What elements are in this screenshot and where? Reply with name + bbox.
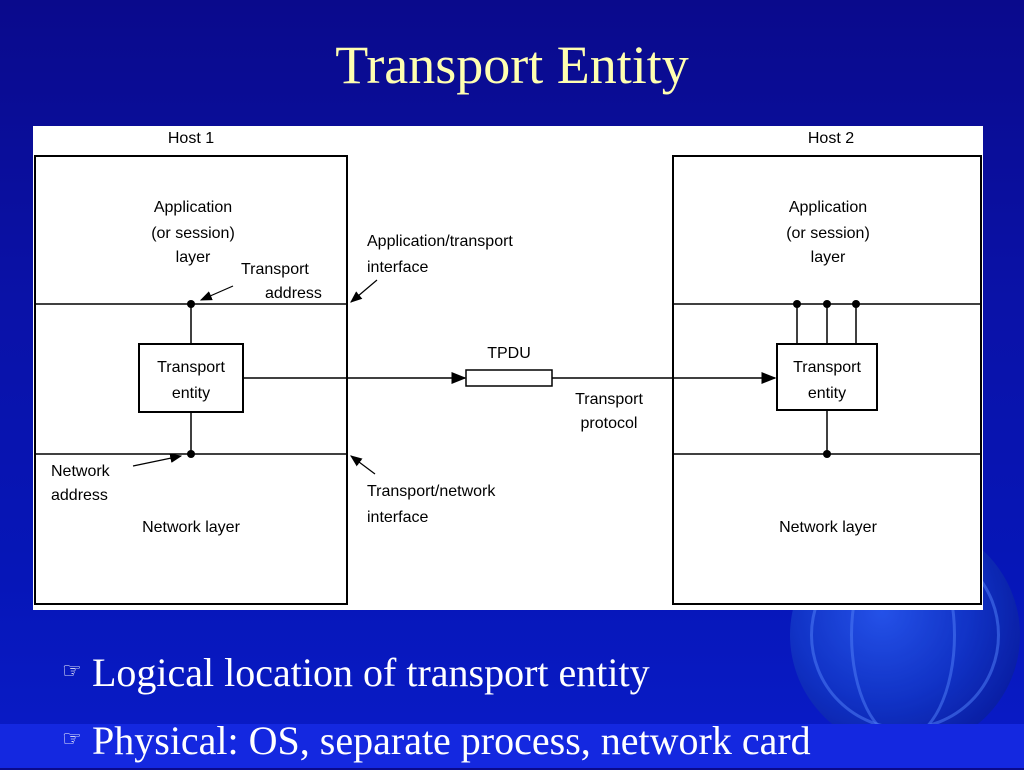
host2-transport-address-dot-2 — [823, 300, 831, 308]
bullet-item-2: ☞ Physical: OS, separate process, network… — [62, 716, 811, 770]
app-transport-interface-arrow — [350, 279, 378, 303]
host2-transport-address-dot-3 — [852, 300, 860, 308]
network-address-line2: address — [51, 487, 108, 504]
network-address-arrow — [132, 453, 183, 467]
tpdu-label: TPDU — [487, 345, 531, 362]
bullet-text-2: Physical: OS, separate process, network … — [92, 718, 811, 763]
bullet-text-1: Logical location of transport entity — [92, 650, 650, 695]
host2-network-address-dot — [823, 450, 831, 458]
host1-app-line3: layer — [176, 249, 211, 266]
host1-box — [34, 155, 348, 605]
host2-entity-box — [776, 343, 878, 411]
host1-label: Host 1 — [168, 130, 214, 147]
host2-app-line3: layer — [811, 249, 846, 266]
host1-entity-line2: entity — [172, 385, 210, 402]
host2-app-line1: Application — [789, 199, 867, 216]
host1-network-layer-label: Network layer — [142, 519, 240, 536]
transport-address-arrow — [199, 285, 234, 301]
host1-entity-line1: Transport — [157, 359, 225, 376]
footer-band — [0, 724, 1024, 768]
host1-app-line2: (or session) — [151, 225, 235, 242]
pointing-hand-icon: ☞ — [62, 657, 82, 683]
pointing-hand-icon: ☞ — [62, 725, 82, 751]
transport-network-interface-arrow — [350, 455, 376, 475]
network-address-line1: Network — [51, 463, 111, 480]
bullet-item-1: ☞ Logical location of transport entity — [62, 648, 650, 702]
diagram-svg: Host 1 Application (or session) layer Tr… — [34, 130, 982, 605]
transport-protocol-line1: Transport — [575, 391, 643, 408]
transport-address-line1: Transport — [241, 261, 309, 278]
slide-title: Transport Entity — [335, 35, 689, 95]
host1-entity-box — [138, 343, 244, 413]
host2-entity-line1: Transport — [793, 359, 861, 376]
host2-app-line2: (or session) — [786, 225, 870, 242]
host2-network-layer-label: Network layer — [779, 519, 877, 536]
transport-address-line2: address — [265, 285, 322, 302]
host2-entity-line2: entity — [808, 385, 846, 402]
host2-box — [672, 155, 982, 605]
transport-network-interface-line2: interface — [367, 509, 428, 526]
transport-entity-diagram: Host 1 Application (or session) layer Tr… — [33, 126, 983, 610]
host2-label: Host 2 — [808, 130, 854, 147]
transport-network-interface-line1: Transport/network — [367, 483, 496, 500]
host2-transport-address-dot-1 — [793, 300, 801, 308]
transport-protocol-line2: protocol — [581, 415, 638, 432]
host1-network-address-dot — [187, 450, 195, 458]
host1-app-line1: Application — [154, 199, 232, 216]
app-transport-interface-line1: Application/transport — [367, 233, 513, 250]
host1-transport-address-dot — [187, 300, 195, 308]
tpdu-box — [465, 369, 553, 387]
app-transport-interface-line2: interface — [367, 259, 428, 276]
